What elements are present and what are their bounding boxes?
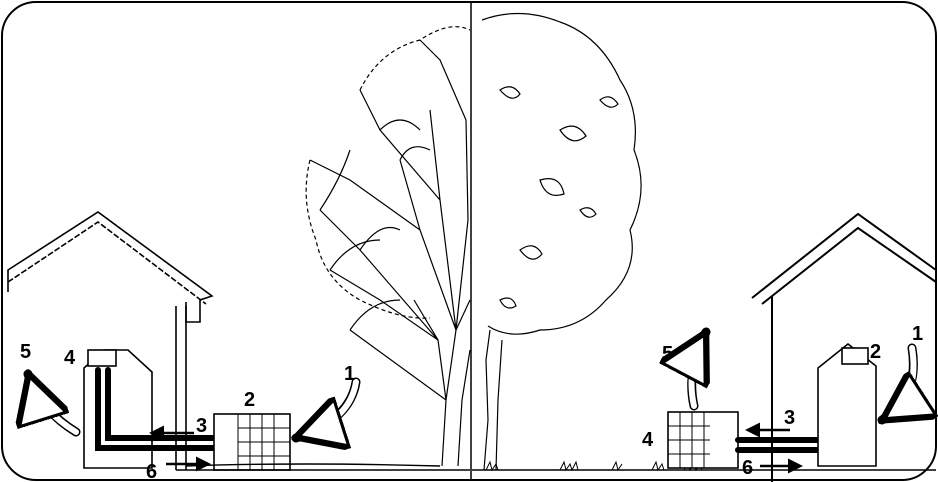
right-label-4: 4 bbox=[642, 429, 654, 451]
bare-tree bbox=[305, 26, 471, 467]
right-label-3: 3 bbox=[784, 407, 795, 429]
left-refrigerant-pipes bbox=[95, 367, 225, 451]
left-ground bbox=[176, 463, 470, 471]
left-label-1: 1 bbox=[344, 363, 355, 385]
right-panel: 1 2 3 4 5 6 bbox=[472, 12, 936, 482]
left-outdoor-unit bbox=[213, 413, 291, 471]
left-house bbox=[7, 211, 214, 470]
left-panel: 1 2 3 4 5 6 bbox=[7, 26, 471, 482]
right-label-1: 1 bbox=[912, 323, 923, 345]
right-outdoor-unit bbox=[667, 411, 739, 469]
left-label-4: 4 bbox=[64, 347, 76, 369]
right-label-6: 6 bbox=[742, 457, 753, 479]
left-label-3: 3 bbox=[196, 415, 207, 437]
grass-tufts bbox=[485, 460, 703, 472]
right-label-5: 5 bbox=[662, 343, 673, 365]
right-label-2: 2 bbox=[870, 341, 881, 363]
left-label-5: 5 bbox=[20, 341, 31, 363]
left-label-2: 2 bbox=[244, 389, 255, 411]
left-label-6: 6 bbox=[146, 461, 157, 482]
leafy-tree bbox=[481, 12, 642, 471]
right-indoor-unit bbox=[817, 342, 877, 467]
